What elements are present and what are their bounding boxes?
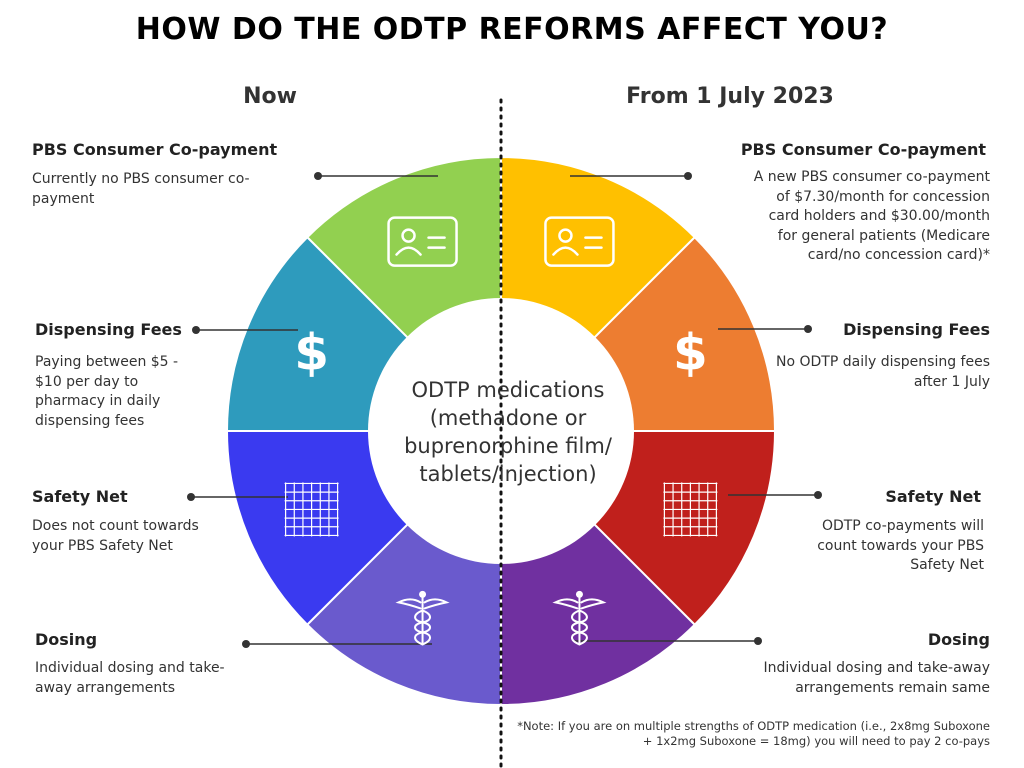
grid-icon [284, 482, 339, 537]
future-safety-net-heading: Safety Net [885, 487, 981, 506]
footnote: *Note: If you are on multiple strengths … [517, 719, 990, 748]
future-dispensing-heading: Dispensing Fees [843, 320, 990, 339]
now-copayment-text: Currently no PBS consumer co-payment [32, 171, 250, 207]
center-label-line: (methadone or [429, 406, 587, 430]
center-label-line: ODTP medications [411, 378, 605, 402]
future-copayment-text: A new PBS consumer co-payment of $7.30/m… [753, 169, 990, 263]
svg-text:$: $ [673, 324, 708, 382]
future-copayment-heading: PBS Consumer Co-payment [740, 140, 986, 159]
future-safety-net-text: ODTP co-payments will count towards your… [817, 518, 984, 573]
center-label-line: buprenorphine film/ [404, 434, 612, 458]
leader-now-dosing [242, 640, 432, 648]
grid-icon [663, 482, 718, 537]
caduceus-icon [395, 590, 450, 646]
column-heading-now: Now [243, 84, 297, 109]
now-copayment-heading: PBS Consumer Co-payment [32, 140, 278, 159]
now-dosing-heading: Dosing [35, 630, 98, 649]
column-heading-future: From 1 July 2023 [626, 84, 834, 109]
id-card-icon [387, 216, 458, 267]
leader-future-dosing [574, 637, 762, 645]
future-dosing-text: Individual dosing and take-away arrangem… [763, 660, 990, 696]
future-dispensing-text: No ODTP daily dispensing fees after 1 Ju… [776, 354, 990, 390]
id-card-icon [544, 216, 615, 267]
future-dosing-heading: Dosing [927, 630, 990, 649]
leader-now-copayment [314, 172, 438, 180]
caduceus-icon [552, 590, 607, 646]
now-dosing-text: Individual dosing and take-away arrangem… [35, 660, 225, 696]
dollar-icon: $ [294, 324, 329, 382]
leader-now-dispensing [192, 326, 298, 334]
now-dispensing-heading: Dispensing Fees [35, 320, 182, 339]
now-dispensing-text: Paying between $5 - $10 per day to pharm… [35, 354, 179, 429]
leader-future-safety [728, 491, 822, 499]
leader-now-safety [187, 493, 288, 501]
page-title: HOW DO THE ODTP REFORMS AFFECT YOU? [135, 12, 889, 47]
svg-text:$: $ [294, 324, 329, 382]
leader-future-copayment [570, 172, 692, 180]
center-label: ODTP medications (methadone or buprenorp… [376, 376, 640, 488]
center-label-line: tablets/injection) [419, 462, 597, 486]
now-safety-net-heading: Safety Net [32, 487, 128, 506]
now-safety-net-text: Does not count towards your PBS Safety N… [32, 518, 199, 554]
leader-future-dispensing [718, 325, 812, 333]
dollar-icon: $ [673, 324, 708, 382]
